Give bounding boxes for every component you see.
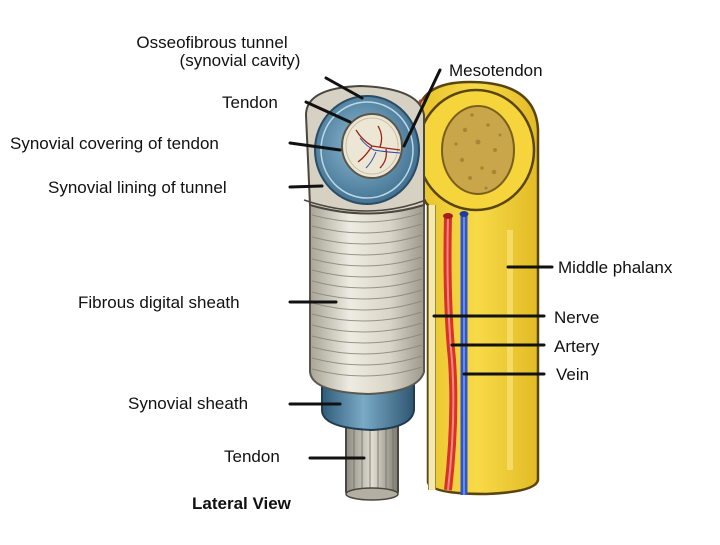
label-middle-phalanx: Middle phalanx [558, 258, 673, 277]
bone-marrow [441, 105, 515, 195]
label-tendon-top: Tendon [222, 93, 278, 112]
label-artery: Artery [554, 337, 600, 356]
leader-mesotendon [402, 68, 442, 148]
tendon-vessels [355, 125, 401, 169]
label-nerve: Nerve [554, 308, 600, 327]
leader-synovial-covering [288, 141, 342, 152]
label-synovial-sheath: Synovial sheath [128, 394, 249, 413]
osseofibrous-tunnel-section [303, 84, 427, 215]
middle-phalanx [415, 80, 540, 496]
label-fibrous-sheath: Fibrous digital sheath [78, 293, 240, 312]
leader-tendon-top [304, 100, 352, 124]
label-synovial-lining: Synovial lining of tunnel [48, 178, 227, 197]
leader-synovial-lining [288, 184, 324, 189]
leader-lines [288, 68, 554, 460]
leader-osseofibrous [324, 76, 364, 100]
view-caption: Lateral View [192, 494, 291, 513]
label-synovial-cavity: (synovial cavity) [179, 51, 301, 70]
label-tendon-bottom: Tendon [224, 447, 280, 466]
label-vein: Vein [556, 365, 590, 384]
label-mesotendon: Mesotendon [449, 61, 543, 80]
label-synovial-covering: Synovial covering of tendon [10, 134, 219, 153]
fibrous-digital-sheath [309, 204, 425, 396]
neurovascular-bundle [428, 205, 469, 495]
lower-tendon [345, 419, 399, 501]
label-osseofibrous-tunnel: Osseofibrous tunnel [136, 33, 288, 52]
synovial-lining-ring [320, 101, 414, 199]
